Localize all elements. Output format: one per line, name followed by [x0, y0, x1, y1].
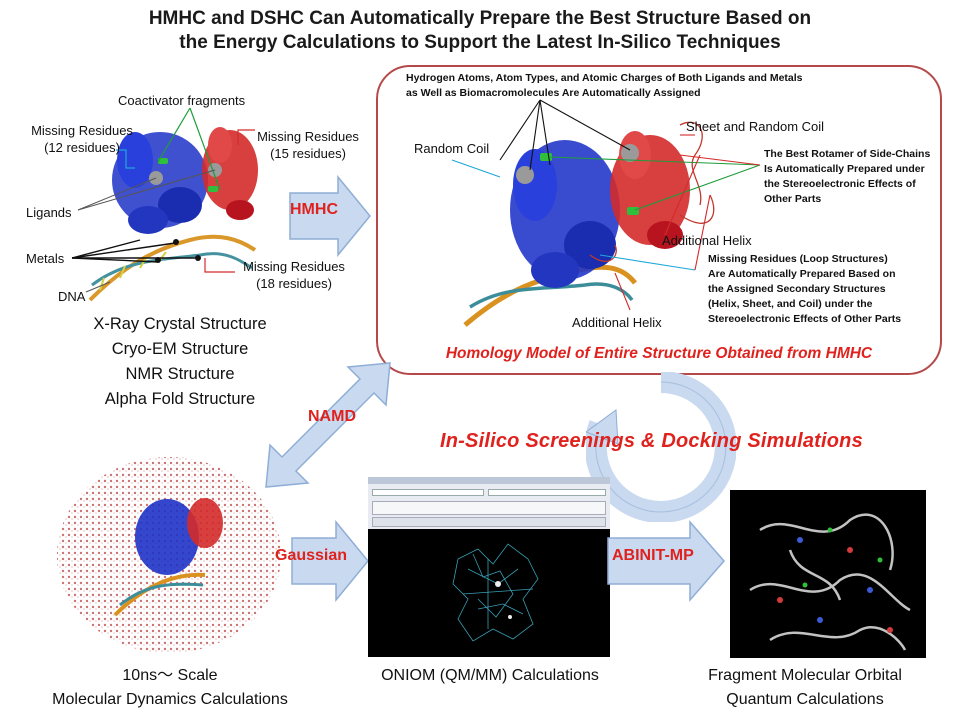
software-window	[368, 477, 610, 529]
fmo-panel	[730, 490, 926, 658]
oniom-caption: ONIOM (QM/MM) Calculations	[340, 664, 640, 688]
namd-label: NAMD	[308, 408, 356, 425]
loop-line-3: the Assigned Secondary Structures	[708, 283, 886, 295]
missing-12-line-2: (12 residues)	[44, 140, 120, 155]
loop-line-5: Stereoelectronic Effects of Other Parts	[708, 313, 902, 325]
homology-caption: Homology Model of Entire Structure Obtai…	[445, 345, 873, 362]
label-dna: DNA	[58, 289, 86, 304]
label-metals: Metals	[26, 251, 65, 266]
structure-type-alphafold: Alpha Fold Structure	[104, 390, 256, 408]
structure-type-nmr: NMR Structure	[125, 365, 235, 383]
title-line-2: the Energy Calculations to Support the L…	[179, 32, 781, 53]
loop-line-4: (Helix, Sheet, and Coil) under the	[708, 298, 873, 310]
rotamer-note: The Best Rotamer of Side-Chains Is Autom…	[764, 147, 930, 207]
label-sheet-random-coil: Sheet and Random Coil	[686, 119, 825, 134]
loop-note: Missing Residues (Loop Structures) Are A…	[708, 252, 901, 327]
software-table	[372, 501, 606, 515]
structure-type-cryoem: Cryo-EM Structure	[111, 340, 249, 358]
md-caption-line-1: 10ns〜 Scale	[122, 667, 218, 684]
missing-15-line-1: Missing Residues	[257, 129, 359, 144]
oniom-panel	[368, 477, 610, 657]
left-pointer-lines	[71, 107, 255, 293]
md-simulation-image	[57, 457, 281, 653]
missing-18-line-1: Missing Residues	[243, 259, 345, 274]
label-missing-18: Missing Residues (18 residues)	[234, 258, 354, 292]
namd-double-arrow	[265, 362, 391, 488]
fmo-molecule	[749, 513, 911, 651]
title-line-1: HMHC and DSHC Can Automatically Prepare …	[148, 8, 812, 29]
label-additional-helix-2: Additional Helix	[572, 315, 662, 330]
label-additional-helix-1: Additional Helix	[662, 233, 752, 248]
gaussian-label: Gaussian	[275, 547, 348, 564]
hydrogen-header-line-1: Hydrogen Atoms, Atom Types, and Atomic C…	[406, 72, 803, 84]
missing-15-line-2: (15 residues)	[270, 146, 346, 161]
oniom-molecule	[452, 543, 539, 642]
abinit-label: ABINIT-MP	[612, 547, 694, 564]
rotamer-line-2: Is Automatically Prepared under	[764, 163, 925, 175]
homology-structure-image	[463, 121, 715, 327]
fmo-caption-line-1: Fragment Molecular Orbital	[708, 667, 902, 684]
gaussian-arrow	[291, 520, 369, 602]
software-field-1	[372, 489, 484, 496]
label-ligands: Ligands	[26, 205, 72, 220]
insilico-label: In-Silico Screenings & Docking Simulatio…	[440, 430, 863, 452]
hydrogen-header-line-2: as Well as Biomacromolecules Are Automat…	[406, 87, 701, 99]
homology-model-box	[376, 65, 942, 375]
missing-18-line-2: (18 residues)	[256, 276, 332, 291]
hmhc-arrow	[289, 175, 371, 257]
fmo-caption-line-2: Quantum Calculations	[726, 691, 884, 708]
structure-type-list: X-Ray Crystal Structure Cryo-EM Structur…	[60, 312, 300, 412]
software-field-2	[488, 489, 606, 496]
software-window-titlebar	[368, 477, 610, 484]
hmhc-label: HMHC	[290, 201, 338, 218]
label-coactivator: Coactivator fragments	[118, 93, 246, 108]
homology-pointer-lines	[451, 99, 761, 311]
structure-type-xray: X-Ray Crystal Structure	[93, 315, 267, 333]
loop-line-1: Missing Residues (Loop Structures)	[708, 253, 888, 265]
coactivator-fragments	[158, 158, 218, 192]
label-random-coil: Random Coil	[414, 141, 490, 156]
rotamer-line-3: the Stereoelectronic Effects of	[764, 178, 916, 190]
label-missing-12: Missing Residues (12 residues)	[22, 122, 142, 156]
loop-line-2: Are Automatically Prepared Based on	[708, 268, 896, 280]
label-missing-15: Missing Residues (15 residues)	[248, 128, 368, 162]
rotamer-line-1: The Best Rotamer of Side-Chains	[764, 148, 931, 160]
md-caption: 10ns〜 Scale Molecular Dynamics Calculati…	[20, 664, 320, 712]
software-buttons	[372, 517, 606, 527]
cycle-arrow	[586, 372, 736, 522]
oniom-caption-line: ONIOM (QM/MM) Calculations	[381, 667, 599, 684]
rotamer-line-4: Other Parts	[764, 193, 822, 205]
missing-12-line-1: Missing Residues	[31, 123, 133, 138]
abinit-arrow	[607, 520, 725, 602]
md-caption-line-2: Molecular Dynamics Calculations	[52, 691, 288, 708]
fmo-caption: Fragment Molecular Orbital Quantum Calcu…	[670, 664, 940, 712]
